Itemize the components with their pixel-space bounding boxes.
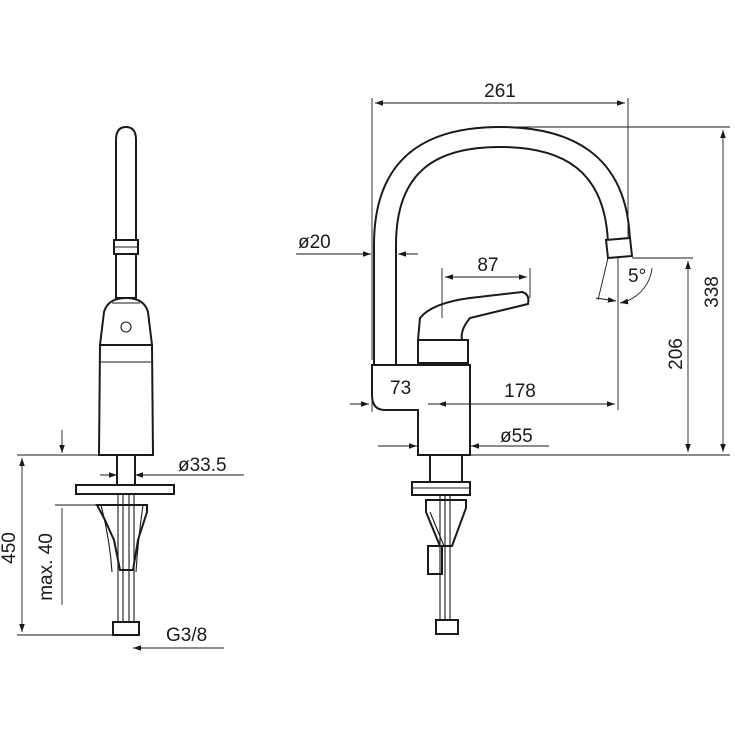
side-spout: [115, 125, 137, 241]
front-view: 261 338 206 ø20 87 5° 73 178: [296, 81, 730, 635]
side-spout-neck: [115, 253, 137, 299]
front-shank: [429, 454, 463, 483]
side-shank: [116, 454, 136, 486]
dim-reach-261: 261: [484, 81, 516, 102]
dim-handle-87: 87: [477, 255, 498, 276]
dim-height-338: 338: [702, 276, 723, 308]
side-body: [97, 344, 155, 456]
front-connector: [427, 545, 443, 575]
dim-178: 178: [504, 381, 536, 402]
dim-spout-diameter: ø20: [298, 232, 331, 253]
front-handle-lever: [416, 290, 530, 341]
dim-73: 73: [390, 378, 411, 399]
dim-thread-g3-8: G3/8: [166, 625, 207, 646]
front-handle-base: [417, 339, 469, 364]
front-spout: [373, 125, 632, 366]
side-clamp: [95, 504, 148, 571]
dim-angle-5: 5°: [628, 266, 646, 287]
side-mount-plate: [75, 484, 175, 495]
side-handle-screw: [120, 321, 132, 333]
front-spout-tip: [604, 236, 634, 260]
side-view: 450 max. 40 ø33.5 G3/8: [0, 125, 244, 651]
dim-height-450: 450: [0, 532, 20, 564]
dim-height-206: 206: [666, 338, 687, 370]
dim-diameter-33-5: ø33.5: [178, 455, 227, 476]
dim-max-40: max. 40: [36, 533, 57, 601]
dim-base-diameter: ø55: [500, 426, 533, 447]
side-hose-nut: [112, 621, 140, 636]
front-body: [371, 364, 471, 456]
front-hose-nut: [435, 619, 459, 635]
front-clamp: [425, 499, 467, 547]
